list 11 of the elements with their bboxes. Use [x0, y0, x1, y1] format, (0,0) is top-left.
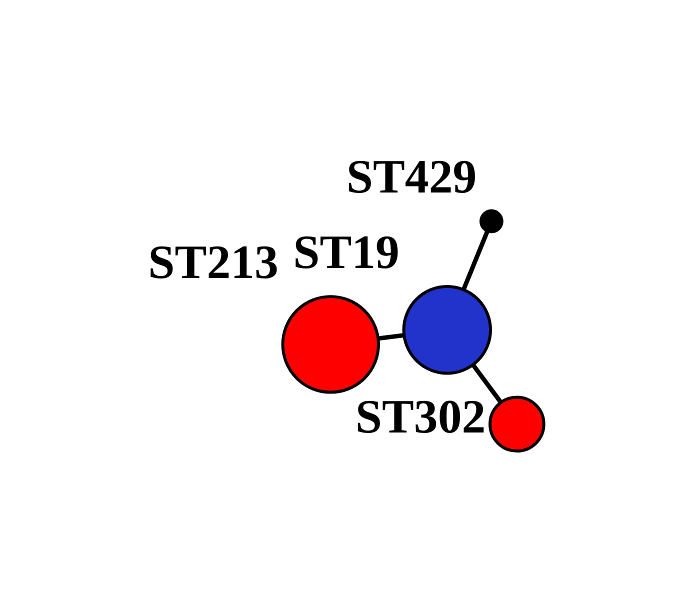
node-circle — [478, 208, 503, 233]
node-circle — [402, 284, 492, 374]
connector — [461, 230, 489, 290]
node-label: ST429 — [346, 150, 476, 203]
node-circle — [488, 395, 545, 452]
connector — [470, 363, 502, 404]
node-label: ST302 — [354, 390, 486, 443]
node-label: ST19 — [292, 225, 399, 278]
node-label: ST213 — [148, 236, 278, 289]
node-circle — [280, 294, 380, 394]
connector — [378, 332, 404, 340]
